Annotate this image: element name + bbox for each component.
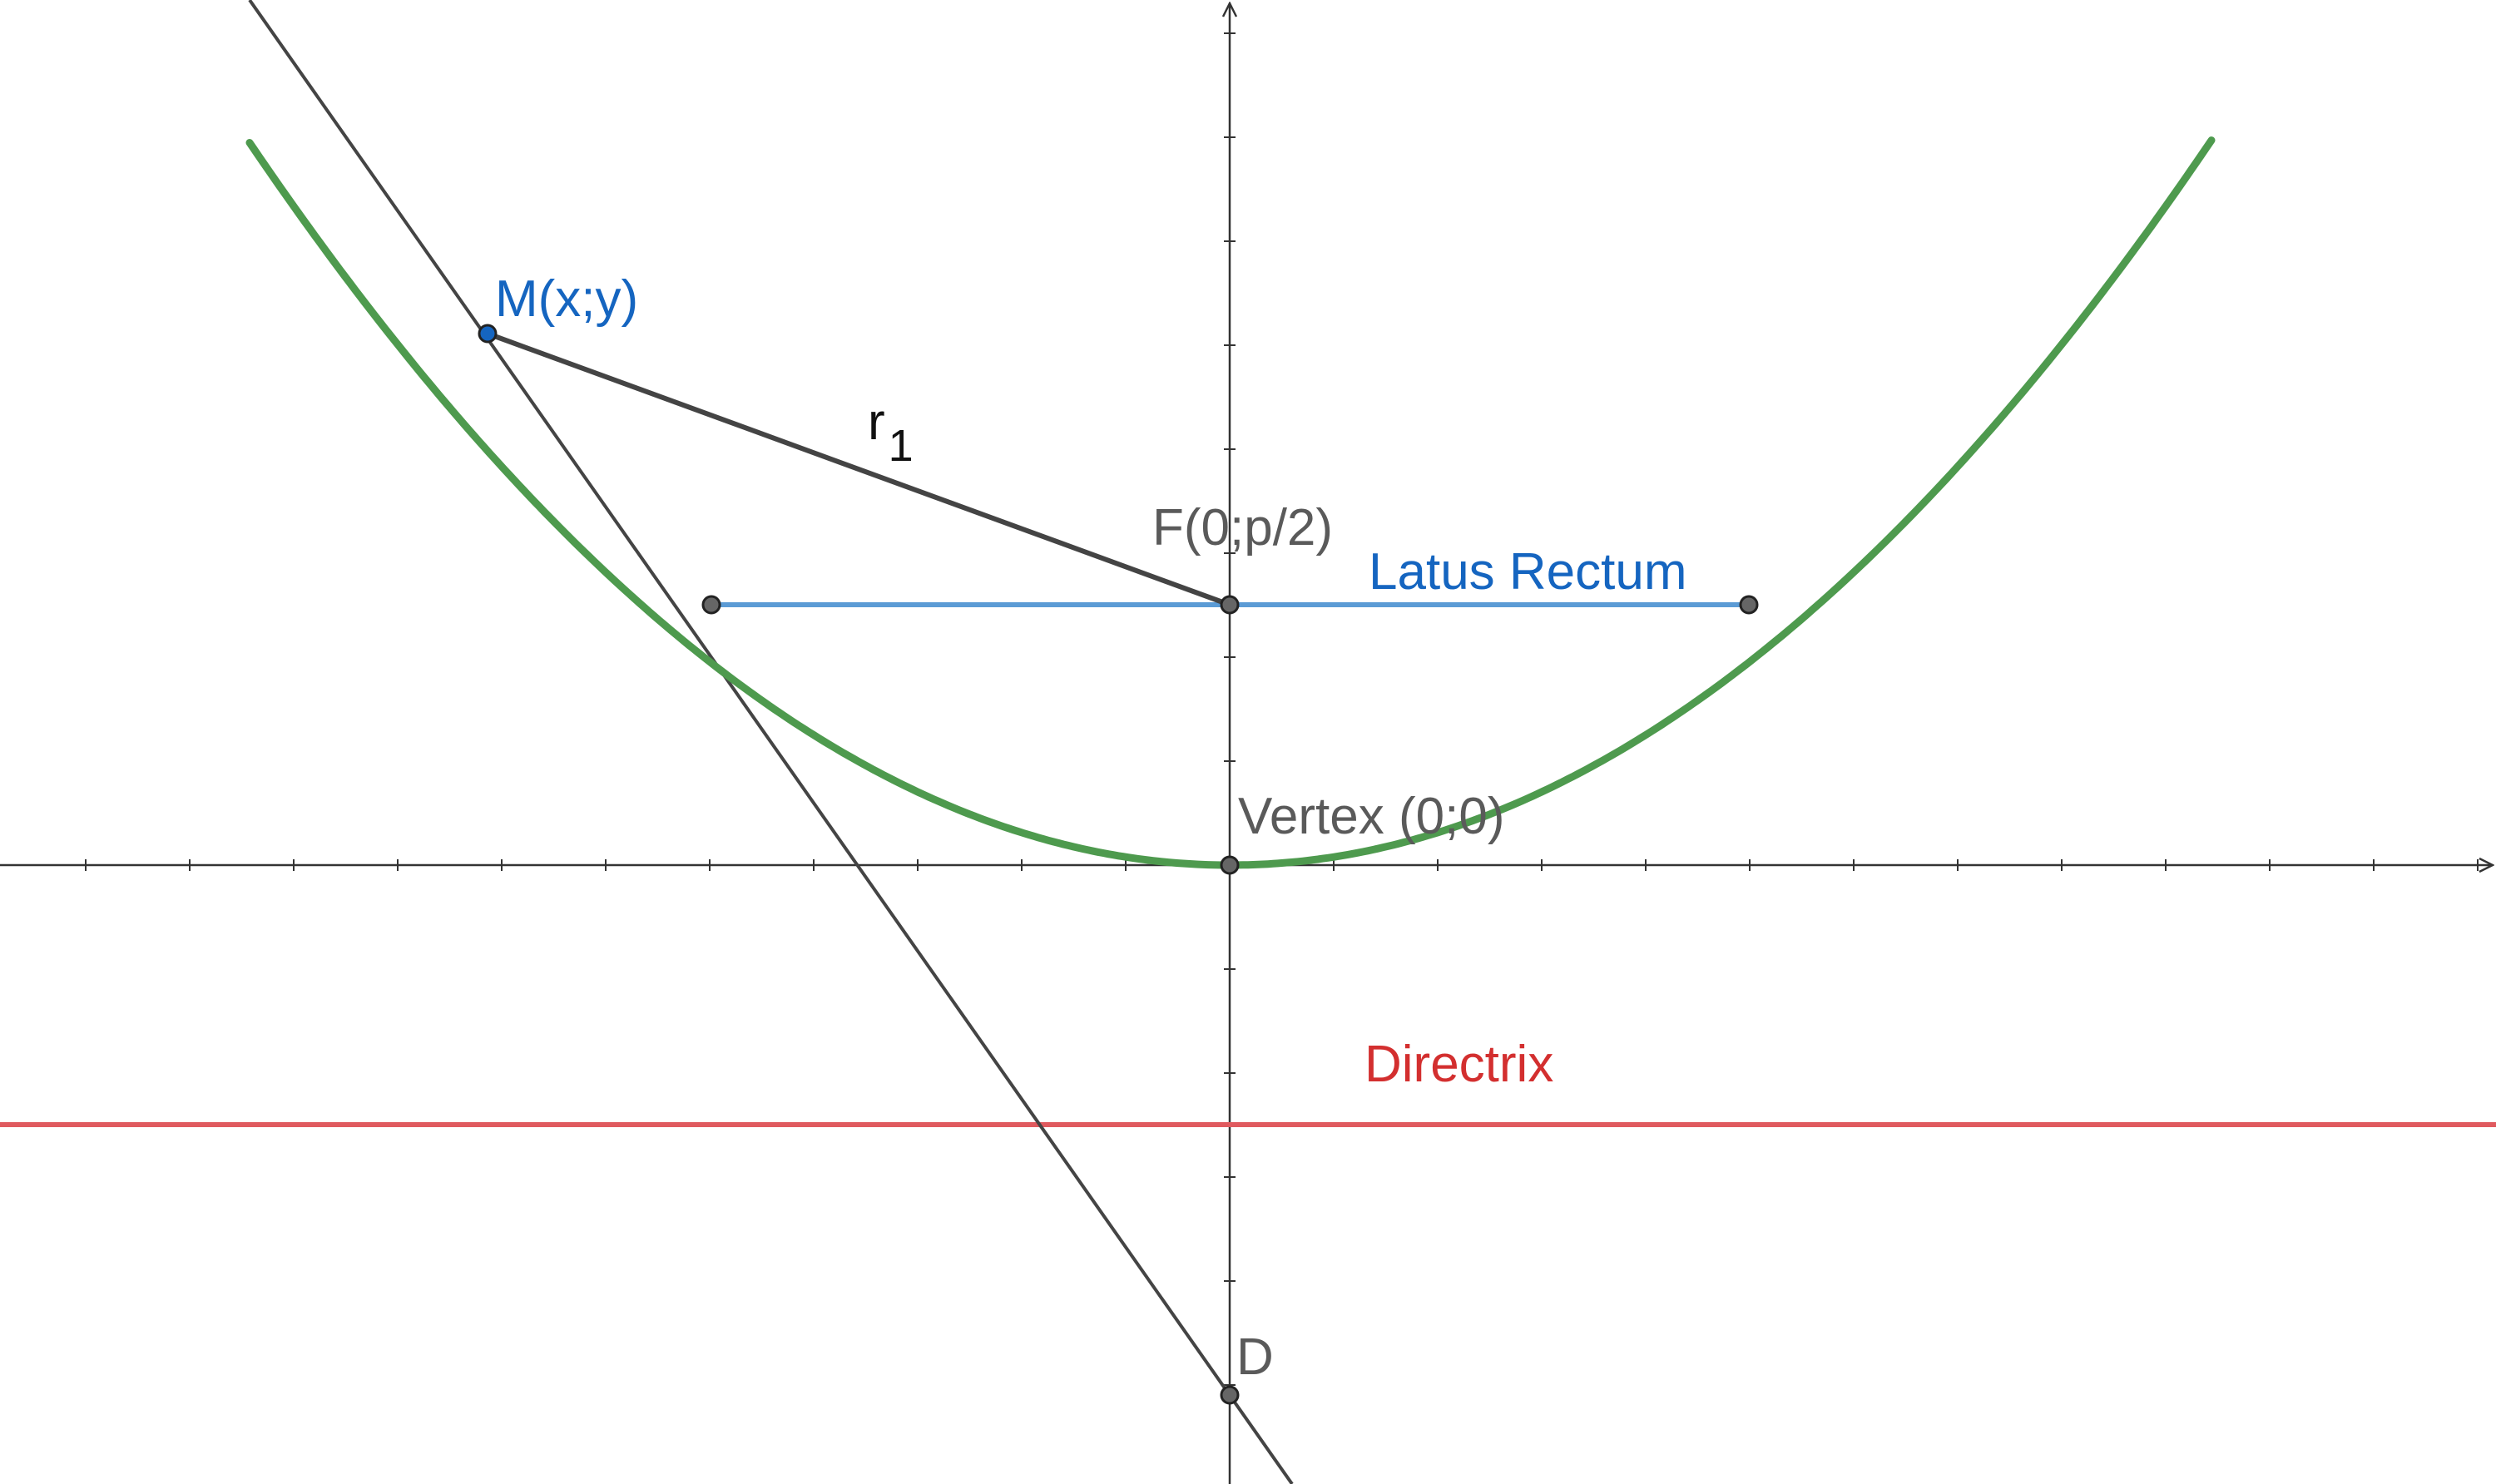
latus-rectum-left-endpoint <box>701 595 721 615</box>
focal-radius-subscript: 1 <box>889 421 914 471</box>
latus-rectum-right-endpoint <box>1739 595 1759 615</box>
axes <box>0 3 2493 1484</box>
point-d-label: D <box>1236 1328 1274 1386</box>
focal-radius-label: r1 <box>868 393 914 471</box>
labels: M(x;y) r1 F(0;p/2) Latus Rectum Vertex (… <box>495 270 1687 1386</box>
point-d <box>1220 1385 1240 1405</box>
vertex-label: Vertex (0;0) <box>1238 788 1504 845</box>
directrix-label: Directrix <box>1364 1036 1553 1093</box>
y-axis-ticks <box>1224 32 1236 1386</box>
point-m-label: M(x;y) <box>495 270 638 328</box>
focus-label: F(0;p/2) <box>1152 499 1333 556</box>
latus-rectum-label: Latus Rectum <box>1369 543 1687 601</box>
focal-radius-letter: r <box>868 393 885 451</box>
points <box>478 324 1759 1405</box>
tangent-line <box>248 0 1294 1484</box>
x-axis-ticks <box>85 859 2479 871</box>
point-vertex <box>1220 855 1240 875</box>
point-m <box>478 324 498 344</box>
point-focus <box>1220 595 1240 615</box>
focal-radius-segment <box>486 331 1231 607</box>
